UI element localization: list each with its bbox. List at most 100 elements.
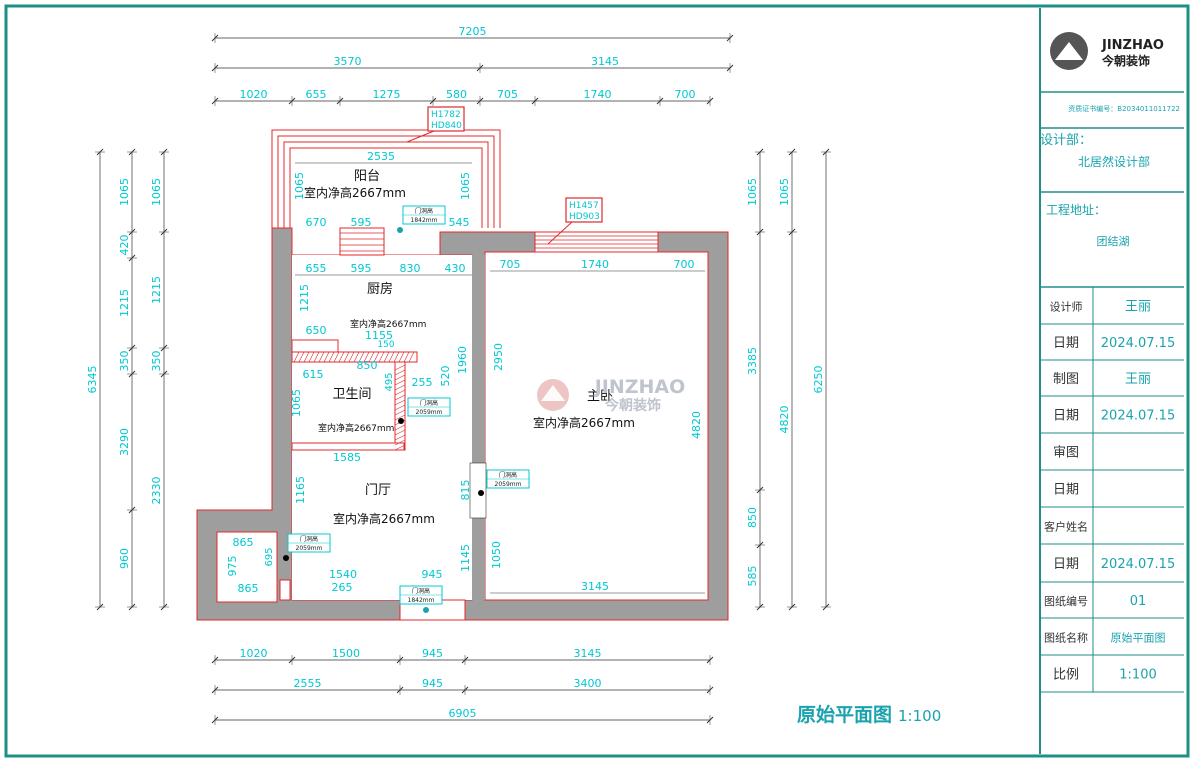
tb-row-label: 设计师 (1050, 301, 1083, 314)
dim-kitchen-h: 1215 (298, 284, 311, 312)
hatch (408, 351, 415, 363)
dim: 815 (459, 480, 472, 501)
dim-balcony-w: 2535 (367, 150, 395, 163)
balcony-rail (277, 135, 495, 228)
hatch (394, 384, 406, 391)
hatch (394, 434, 406, 441)
balcony-rail (289, 147, 483, 228)
door-marker (423, 607, 429, 613)
hatch (394, 404, 406, 411)
tb-row-label: 日期 (1053, 483, 1079, 498)
dim-right-inner-label: 1065 (746, 178, 759, 206)
window-tag-leader (547, 221, 573, 245)
dim: 700 (674, 258, 695, 271)
dim: 4820 (690, 411, 703, 439)
dim-seg: 545 (449, 216, 470, 229)
room-name: 卫生间 (332, 387, 371, 402)
room-height: 室内净高2667mm (318, 422, 394, 434)
dim: 150 (377, 340, 394, 350)
dim-top-row3-label: 655 (306, 88, 327, 101)
dim: 1165 (294, 476, 307, 504)
tb-row-label: 日期 (1053, 409, 1079, 424)
dim-right-inner-label: 850 (746, 507, 759, 528)
door-tag-label: 门洞高 (415, 207, 433, 215)
hatch (403, 351, 410, 363)
bath-top-wall-left (291, 339, 339, 353)
dim: 2950 (492, 343, 505, 371)
door-tag-height: 2059mm (416, 409, 443, 416)
door-tag-label: 门洞高 (300, 535, 318, 543)
dim-left-mid-label: 420 (118, 235, 131, 256)
dim-seg: 670 (306, 216, 327, 229)
hatch (393, 351, 400, 363)
tb-cert: 资质证书编号：B2034011011722 (1068, 104, 1180, 113)
hatch (394, 444, 406, 451)
balcony-rail (271, 129, 501, 228)
tb-row-label: 客户姓名 (1044, 520, 1088, 534)
dim-seg: 655 (306, 262, 327, 275)
tb-dept-label: 设计部： (1040, 133, 1092, 148)
dim-left-mid-label: 350 (118, 351, 131, 372)
dim-balcony-left: 1065 (293, 172, 306, 200)
dim: 865 (233, 536, 254, 549)
door-tag-label: 门洞高 (499, 471, 517, 479)
dim-bottom-row1-label: 3145 (574, 647, 602, 660)
logo-cn: 今朝装饰 (1101, 53, 1150, 68)
drawing-title-scale: 1:100 (898, 707, 942, 725)
room-height: 室内净高2667mm (304, 185, 406, 200)
hatch (328, 351, 335, 363)
dim: 1050 (490, 541, 503, 569)
hatch (343, 351, 350, 363)
entry-post (279, 579, 291, 601)
dim-right-outer-label: 6250 (812, 366, 825, 394)
dim: 1585 (333, 451, 361, 464)
tb-row-value: 2024.07.15 (1101, 336, 1175, 351)
hatch (338, 351, 345, 363)
dim-left-mid-label: 3290 (118, 428, 131, 456)
dim-left-inner-label: 1065 (150, 178, 163, 206)
tb-addr-value: 团结湖 (1097, 235, 1130, 248)
dim: 1740 (581, 258, 609, 271)
hatch (358, 351, 365, 363)
dim-bottom-row2-label: 3400 (574, 677, 602, 690)
dim-left-inner-label: 1215 (150, 276, 163, 304)
hatch (318, 351, 325, 363)
hatch (368, 351, 375, 363)
tb-dept-value: 北居然设计部 (1078, 154, 1150, 169)
door-tag-height: 2059mm (495, 481, 522, 488)
dim-bottom-row2-label: 2555 (294, 677, 322, 690)
logo-mark (1055, 42, 1083, 60)
hatch (394, 399, 406, 406)
hatch (348, 351, 355, 363)
dim-bottom-overall-label: 6905 (449, 707, 477, 720)
door-tag-label: 门洞高 (420, 399, 438, 407)
dim: 695 (264, 547, 275, 566)
hatch (353, 351, 360, 363)
dim-top-row3-label: 700 (675, 88, 696, 101)
dim-right-mid-label: 1065 (778, 178, 791, 206)
window-tag-hd: HD840 (431, 121, 462, 131)
dim-top-row3-label: 1020 (240, 88, 268, 101)
door-marker (398, 418, 404, 424)
dim-left-mid-label: 960 (118, 548, 131, 569)
window-tag-bedroom (565, 197, 603, 223)
tb-row-value: 2024.07.15 (1101, 557, 1175, 572)
hatch (373, 351, 380, 363)
dim-top-row2-label: 3570 (334, 55, 362, 68)
dim-bottom-row1-label: 945 (422, 647, 443, 660)
bath-top-wall (291, 351, 418, 363)
dim-seg: 595 (351, 216, 372, 229)
dim: 650 (306, 324, 327, 337)
tb-row-value: 2024.07.15 (1101, 409, 1175, 424)
hatch (394, 409, 406, 416)
balcony-rail (283, 141, 489, 228)
room-height: 室内净高2667mm (533, 415, 635, 430)
window-tag-h: H1457 (569, 201, 599, 211)
window-tag-leader (406, 130, 435, 143)
dim-bottom-row2-label: 945 (422, 677, 443, 690)
dim-right-inner-label: 585 (746, 566, 759, 587)
hatch (398, 351, 405, 363)
door-tag-height: 1842mm (411, 217, 438, 224)
dim: 945 (422, 568, 443, 581)
